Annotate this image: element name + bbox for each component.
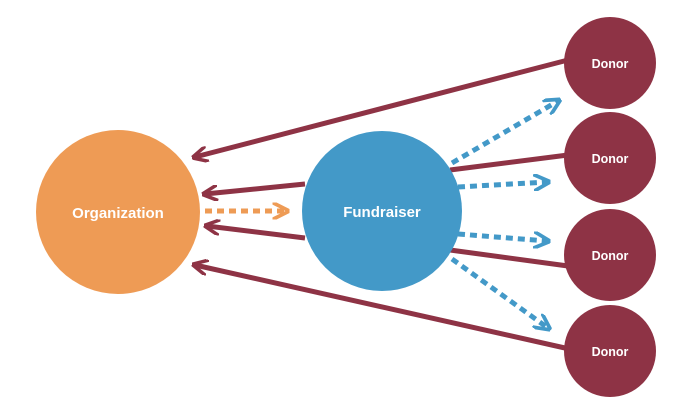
donation-line-donor-4-to-organization [195, 265, 566, 351]
fundraiser-node [302, 131, 462, 291]
donor-label-3: Donor [592, 249, 629, 263]
organization-label: Organization [72, 205, 164, 222]
donation-line-donor-1-to-organization [195, 57, 569, 157]
donor-node-3 [564, 209, 656, 301]
donor-node-1 [564, 17, 656, 109]
donor-node-2 [564, 112, 656, 204]
solicitation-arrows [450, 101, 558, 328]
solicitation-arrow-to-donor-3 [457, 234, 547, 241]
fundraiser-to-organization-line-lower [207, 226, 306, 241]
fundraiser-to-organization-line-upper [205, 181, 306, 194]
donation-line-donor-2-to-fundraiser [449, 152, 569, 173]
donor-label-4: Donor [592, 345, 629, 359]
organization-node [36, 130, 200, 294]
solicitation-arrow-to-donor-1 [450, 101, 558, 166]
donor-label-1: Donor [592, 57, 629, 71]
donor-nodes: Donor Donor Donor Donor [564, 17, 656, 397]
fundraiser-label: Fundraiser [343, 204, 421, 221]
donation-line-donor-3-to-fundraiser [449, 247, 569, 269]
donor-label-2: Donor [592, 152, 629, 166]
solicitation-arrow-to-donor-2 [457, 182, 547, 187]
donor-node-4 [564, 305, 656, 397]
donation-lines [195, 57, 569, 351]
solicitation-arrow-to-donor-4 [450, 256, 548, 328]
